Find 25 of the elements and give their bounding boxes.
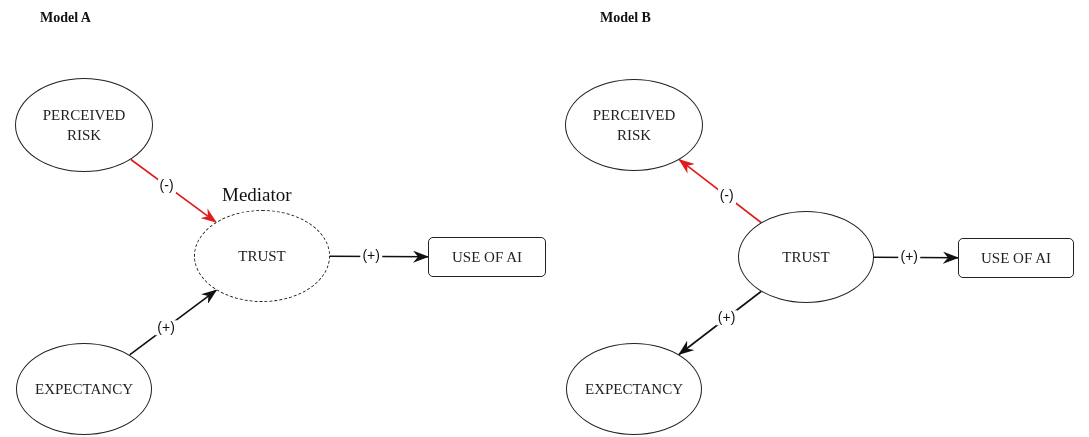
node-label: PERCEIVED RISK xyxy=(591,105,677,145)
node-label: USE OF AI xyxy=(981,248,1051,268)
node-label: EXPECTANCY xyxy=(35,379,133,399)
edge-label: (+) xyxy=(360,248,382,265)
node-label: USE OF AI xyxy=(452,247,522,267)
arrow xyxy=(329,250,429,263)
outcome-box xyxy=(428,237,546,277)
node-label: TRUST xyxy=(238,246,286,266)
node-label: EXPECTANCY xyxy=(585,379,683,399)
node-label: PERCEIVED RISK xyxy=(41,105,127,145)
model-title: Model B xyxy=(600,10,651,26)
arrow xyxy=(678,158,762,224)
arrow xyxy=(678,290,762,356)
edge-label: (-) xyxy=(157,178,176,194)
edge-label: (+) xyxy=(898,249,920,266)
edge-label: (-) xyxy=(717,188,736,204)
arrow xyxy=(130,158,217,223)
node-label: TRUST xyxy=(782,247,830,267)
model-title: Model A xyxy=(40,10,91,26)
edge-label: (+) xyxy=(715,310,738,326)
arrow xyxy=(128,289,218,356)
arrow xyxy=(873,251,959,264)
outcome-box xyxy=(958,238,1074,278)
edge-label: (+) xyxy=(155,320,177,336)
node-caption: Mediator xyxy=(222,184,292,206)
